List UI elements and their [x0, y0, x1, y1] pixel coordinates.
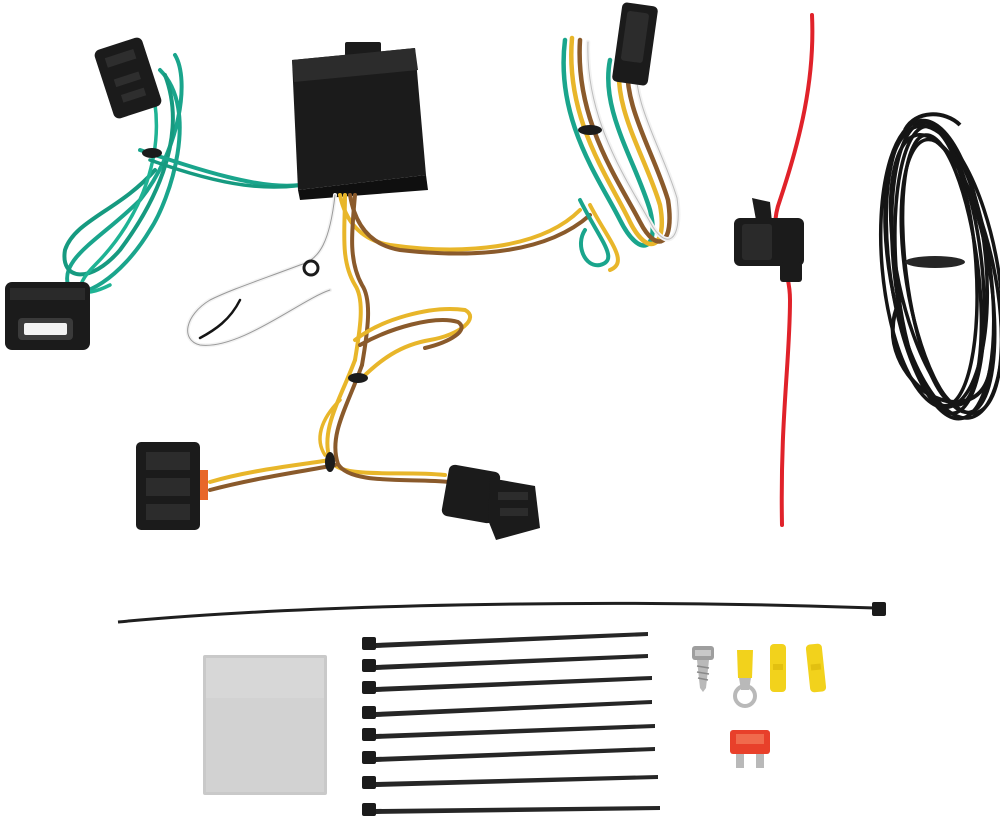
cable-tie-band: [325, 452, 335, 472]
adhesive-pad: [203, 655, 327, 795]
black-wire-coil: [878, 112, 1000, 421]
long-cable-tie: [117, 601, 886, 624]
cable-tie: [362, 700, 652, 719]
cable-tie-band: [348, 373, 368, 383]
module-wires: [185, 193, 592, 367]
cable-tie: [362, 676, 652, 694]
connector-bottom-middle: [441, 464, 540, 540]
cable-tie-band: [142, 148, 162, 158]
ring-terminal: [733, 650, 757, 708]
ground-ring: [302, 259, 320, 277]
connector-bottom-left: [136, 442, 208, 530]
self-tapping-screw: [692, 646, 714, 692]
blade-fuse: [730, 730, 770, 768]
cable-tie: [362, 724, 655, 741]
black-module-box: [292, 42, 428, 200]
cable-tie-band: [578, 125, 602, 135]
yellow-brown-harness: [208, 307, 473, 492]
cable-tie: [362, 747, 655, 764]
four-way-flat-connector: [561, 35, 681, 272]
cable-tie: [362, 803, 660, 816]
flat-plug: [612, 2, 658, 86]
connector-left-plug: [5, 282, 90, 350]
butt-connectors: [770, 643, 827, 693]
cable-tie-band: [905, 256, 965, 268]
cable-tie: [362, 632, 648, 650]
cable-tie: [362, 775, 658, 789]
connector-top-left: [94, 37, 162, 119]
inline-fuse-holder: [734, 198, 804, 282]
cable-ties: [362, 632, 660, 816]
cable-tie: [362, 654, 648, 672]
